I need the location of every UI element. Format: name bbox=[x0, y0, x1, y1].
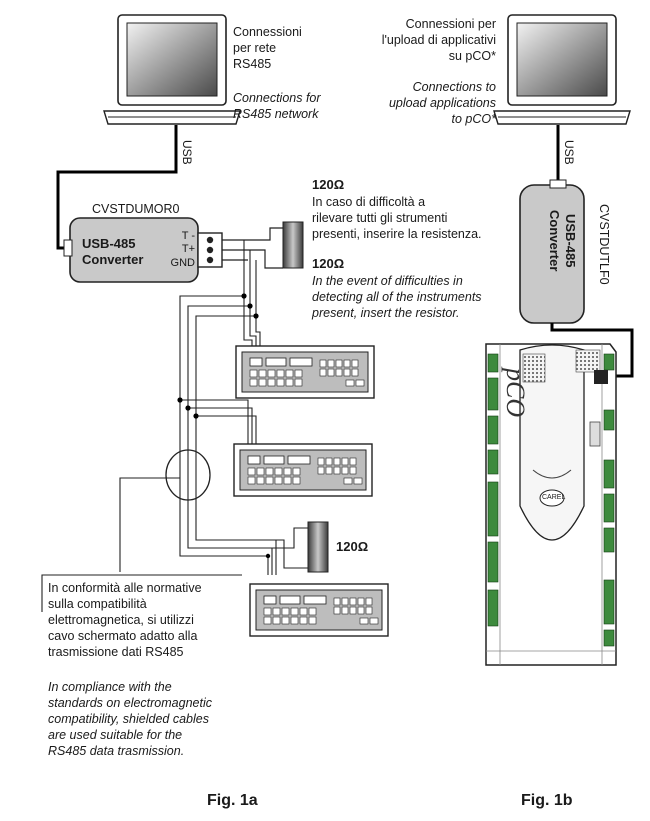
usb-cable-left bbox=[56, 125, 178, 250]
laptop-left-label-it: Connessioni per rete RS485 bbox=[233, 24, 302, 72]
resistor-note-en: In the event of difficulties in detectin… bbox=[312, 273, 482, 321]
text-line: compatibility, shielded cables bbox=[48, 712, 209, 726]
usb-cable-right-label: USB bbox=[562, 140, 576, 165]
resistor-bottom-value: 120Ω bbox=[336, 539, 369, 554]
text-line: per rete bbox=[233, 41, 277, 55]
text-line: RS485 bbox=[233, 57, 272, 71]
resistor-note-it: In caso di difficoltà a rilevare tutti g… bbox=[312, 194, 482, 242]
text-line: su pCO* bbox=[448, 49, 496, 63]
converter-left-model: CVSTDUMOR0 bbox=[92, 202, 180, 216]
cable-shield bbox=[165, 449, 211, 501]
pin-gnd: GND bbox=[170, 257, 195, 269]
instrument-3 bbox=[249, 583, 389, 637]
converter-left-name-2: Converter bbox=[82, 252, 144, 267]
text-line: RS485 data trasmission. bbox=[48, 744, 185, 758]
converter-right-model: CVSTDUTLF0 bbox=[597, 204, 611, 285]
text-line: l'upload di applicativi bbox=[381, 33, 496, 47]
text-line: upload applications bbox=[388, 96, 496, 110]
converter-right-name-2: Converter bbox=[547, 210, 562, 272]
pin-t-minus: T - bbox=[181, 230, 195, 242]
text-line: Connessioni bbox=[233, 25, 302, 39]
laptop-left bbox=[103, 14, 241, 125]
text-line: detecting all of the instruments bbox=[312, 290, 482, 304]
usb-cable-left-label: USB bbox=[180, 140, 194, 165]
converter-right-name-1: USB-485 bbox=[563, 214, 578, 268]
text-line: sulla compatibilità bbox=[48, 597, 147, 611]
carel-badge: CAREL bbox=[542, 494, 566, 501]
text-line: Connections to bbox=[412, 80, 496, 94]
text-line: RS485 network bbox=[233, 107, 319, 121]
resistor-top-value: 120Ω bbox=[312, 177, 345, 192]
resistor-bottom bbox=[307, 521, 329, 573]
text-line: present, insert the resistor. bbox=[312, 306, 460, 320]
text-line: standards on electromagnetic bbox=[48, 696, 212, 710]
pco-controller bbox=[485, 343, 617, 666]
laptop-right-label-it: Connessioni per l'upload di applicativi … bbox=[340, 16, 496, 64]
text-line: Connessioni per bbox=[405, 17, 496, 31]
laptop-right bbox=[493, 14, 631, 125]
instrument-1 bbox=[235, 345, 375, 399]
text-line: presenti, inserire la resistenza. bbox=[312, 227, 482, 241]
text-line: are used suitable for the bbox=[48, 728, 183, 742]
usb-485-converter-left bbox=[63, 217, 223, 283]
rs485-cable-right bbox=[550, 323, 634, 378]
resistor-top bbox=[222, 221, 304, 269]
caption-fig-1b: Fig. 1b bbox=[521, 792, 573, 809]
compliance-note-en: In compliance with the standards on elec… bbox=[48, 679, 212, 759]
pin-t-plus: T+ bbox=[181, 243, 195, 255]
text-line: In compliance with the bbox=[48, 680, 172, 694]
laptop-left-label-en: Connections for RS485 network bbox=[233, 90, 321, 122]
text-line: elettromagnetica, si utilizzi bbox=[48, 613, 194, 627]
text-line: In conformità alle normative bbox=[48, 581, 202, 595]
text-line: In the event of difficulties in bbox=[312, 274, 463, 288]
compliance-note-it: In conformità alle normative sulla compa… bbox=[48, 580, 202, 660]
converter-left-name-1: USB-485 bbox=[82, 236, 136, 251]
text-line: to pCO* bbox=[451, 112, 496, 126]
laptop-right-label-en: Connections to upload applications to pC… bbox=[340, 79, 496, 127]
text-line: trasmissione dati RS485 bbox=[48, 645, 184, 659]
caption-fig-1a: Fig. 1a bbox=[207, 792, 258, 809]
text-line: In caso di difficoltà a bbox=[312, 195, 426, 209]
compliance-box-frame bbox=[41, 574, 242, 612]
resistor-top-value-en: 120Ω bbox=[312, 256, 345, 271]
pco-brand: pCO bbox=[501, 368, 530, 418]
rs485-bus bbox=[119, 240, 308, 575]
text-line: Connections for bbox=[233, 91, 321, 105]
instrument-2 bbox=[233, 443, 373, 497]
text-line: cavo schermato adatto alla bbox=[48, 629, 198, 643]
text-line: rilevare tutti gli strumenti bbox=[312, 211, 448, 225]
